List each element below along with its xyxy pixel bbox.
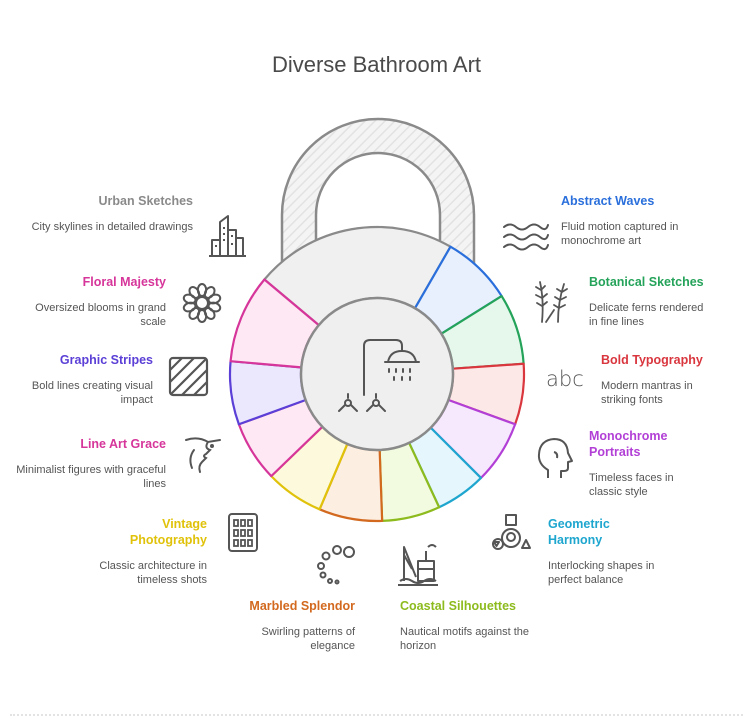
lock-center-circle [299, 296, 455, 452]
item-description: Fluid motion captured in monochrome art [561, 221, 679, 247]
striped-square-icon [168, 356, 209, 397]
flower-petal [182, 293, 197, 305]
swirl-dots-icon [317, 545, 355, 585]
item-title: Marbled Splendor [249, 599, 355, 613]
lock-shackle [280, 117, 476, 297]
item-title: Botanical Sketches [589, 275, 704, 289]
item-line-art-grace: Line Art Grace Minimalist figures with g… [16, 436, 166, 491]
item-title: Bold Typography [601, 353, 703, 367]
item-description: Interlocking shapes in perfect balance [548, 560, 655, 586]
item-title: Monochrome Portraits [589, 429, 668, 459]
fern-icon [535, 281, 568, 323]
item-description: City skylines in detailed drawings [31, 221, 193, 233]
item-title: Geometric Harmony [548, 517, 610, 547]
city-skyline-icon [209, 215, 246, 257]
item-title: Coastal Silhouettes [400, 599, 516, 613]
item-abstract-waves: Abstract Waves Fluid motion captured in … [561, 193, 711, 248]
item-title: Floral Majesty [82, 275, 166, 289]
item-description: Swirling patterns of elegance [261, 626, 355, 652]
item-marbled-splendor: Marbled Splendor Swirling patterns of el… [205, 598, 355, 653]
diagram-title: Diverse Bathroom Art [271, 52, 482, 77]
item-description: Timeless faces in classic style [589, 472, 674, 498]
flower-petal [188, 286, 201, 299]
item-title: Vintage Photography [129, 517, 207, 547]
item-graphic-stripes: Graphic Stripes Bold lines creating visu… [13, 352, 153, 407]
item-description: Bold lines creating visual impact [31, 380, 153, 406]
item-coastal-silhouettes: Coastal Silhouettes Nautical motifs agai… [400, 598, 535, 653]
building-icon [228, 513, 258, 552]
item-botanical-sketches: Botanical Sketches Delicate ferns render… [589, 274, 714, 329]
item-description: Delicate ferns rendered in fine lines [589, 302, 704, 328]
oil-rig-icon [398, 544, 438, 586]
item-urban-sketches: Urban Sketches City skylines in detailed… [23, 193, 193, 234]
item-description: Modern mantras in striking fonts [601, 380, 693, 406]
item-description: Nautical motifs against the horizon [400, 626, 530, 652]
shapes-icon [492, 514, 531, 550]
item-geometric-harmony: Geometric Harmony Interlocking shapes in… [548, 516, 678, 587]
head-profile-icon [537, 438, 573, 478]
footer-divider [10, 714, 743, 716]
shower-icon [338, 339, 420, 412]
waves-icon [503, 223, 549, 251]
flower-petal [207, 301, 222, 313]
item-title: Graphic Stripes [59, 353, 153, 367]
item-description: Minimalist figures with graceful lines [16, 464, 166, 490]
item-monochrome-portraits: Monochrome Portraits Timeless faces in c… [589, 428, 709, 499]
lock-body-segments [228, 225, 526, 523]
item-title: Line Art Grace [80, 437, 166, 451]
item-description: Classic architecture in timeless shots [99, 560, 207, 586]
item-bold-typography: Bold Typography Modern mantras in striki… [601, 352, 711, 407]
flower-icon [182, 283, 222, 323]
face-profile-lineart-icon [185, 437, 221, 473]
item-title: Abstract Waves [561, 194, 655, 208]
item-title: Urban Sketches [98, 194, 193, 208]
item-description: Oversized blooms in grand scale [35, 302, 166, 328]
abc-text-icon: abc [546, 367, 584, 391]
item-vintage-photography: Vintage Photography Classic architecture… [57, 516, 207, 587]
item-floral-majesty: Floral Majesty Oversized blooms in grand… [16, 274, 166, 329]
svg-text:abc: abc [546, 367, 584, 391]
